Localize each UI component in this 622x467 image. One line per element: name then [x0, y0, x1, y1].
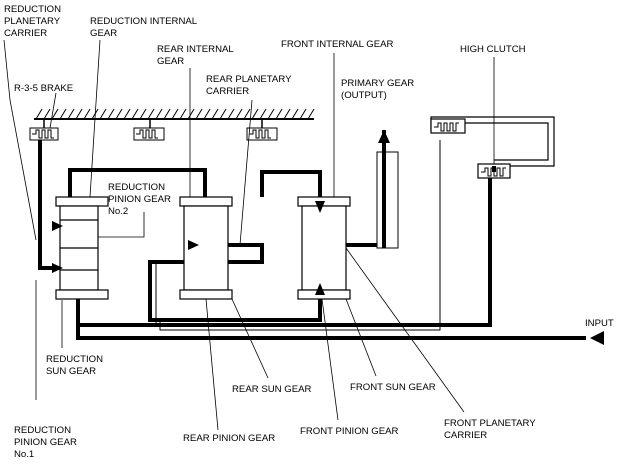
arrow-r35-upper	[52, 221, 63, 231]
thin-connectors	[155, 140, 441, 331]
label-rear-planetary-carrier: REAR PLANETARY CARRIER	[206, 74, 294, 97]
label-rear-sun-gear: REAR SUN GEAR	[232, 384, 312, 395]
label-front-sun-gear: FRONT SUN GEAR	[350, 382, 436, 393]
arrow-front-internal	[315, 201, 325, 213]
label-high-clutch: HIGH CLUTCH	[460, 44, 526, 55]
rear-planetary-set	[179, 196, 233, 300]
front-planetary-set	[297, 196, 351, 300]
leader-lines	[3, 39, 495, 431]
reduction-planetary-set	[55, 196, 109, 300]
arrow-output	[378, 130, 390, 143]
label-rear-internal-gear: REAR INTERNAL GEAR	[157, 44, 236, 67]
flow-arrows	[52, 130, 604, 345]
label-front-pinion-gear: FRONT PINION GEAR	[300, 426, 399, 437]
labels: REDUCTION PLANETARY CARRIER REDUCTION IN…	[4, 4, 614, 460]
label-r35-brake: R-3-5 BRAKE	[14, 83, 73, 94]
label-reduction-planetary-carrier: REDUCTION PLANETARY CARRIER	[4, 4, 64, 39]
label-rear-pinion-gear: REAR PINION GEAR	[183, 433, 275, 444]
label-reduction-sun-gear: REDUCTION SUN GEAR	[46, 354, 106, 377]
r35-brake-pack	[29, 119, 59, 141]
label-reduction-internal-gear: REDUCTION INTERNAL GEAR	[90, 16, 199, 39]
arrow-input	[590, 331, 604, 345]
reduction-brake-pack	[133, 119, 165, 141]
arrow-r35-lower	[52, 263, 63, 273]
label-front-internal-gear: FRONT INTERNAL GEAR	[281, 39, 394, 50]
label-reduction-pinion-gear-2: REDUCTION PINION GEAR No.2	[108, 182, 174, 217]
label-reduction-pinion-gear-1: REDUCTION PINION GEAR No.1	[14, 425, 80, 460]
primary-gear-output	[376, 151, 399, 249]
label-primary-gear-output: PRIMARY GEAR (OUTPUT)	[341, 78, 417, 101]
transmission-case	[34, 108, 315, 120]
arrow-front-pinion	[315, 283, 325, 295]
front-brake-pack	[246, 119, 278, 141]
label-input: INPUT	[585, 318, 614, 329]
label-front-planetary-carrier: FRONT PLANETARY CARRIER	[444, 418, 538, 441]
arrow-rear-sun	[188, 240, 199, 250]
